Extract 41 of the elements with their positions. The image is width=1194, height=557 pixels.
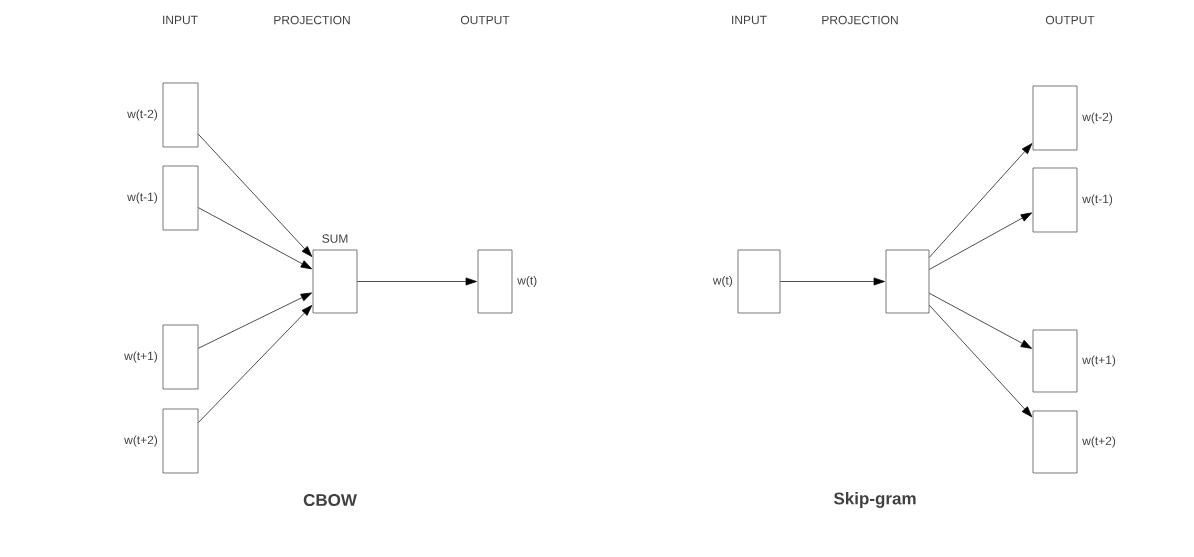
arrow: [198, 207, 313, 270]
layer-box: [162, 82, 199, 148]
arrow: [929, 212, 1033, 270]
model-label: CBOW: [303, 494, 357, 506]
layer-box: [312, 249, 358, 314]
arrow: [929, 292, 1033, 349]
word-label: w(t): [517, 275, 537, 288]
model-label: Skip-gram: [833, 492, 916, 508]
word-label: SUM: [322, 234, 348, 243]
arrow: [198, 292, 312, 349]
layer-box: [162, 165, 199, 231]
column-heading: OUTPUT: [460, 15, 510, 25]
word-label: w(t+1): [124, 351, 158, 363]
word-label: w(t): [712, 275, 733, 288]
arrow: [198, 305, 313, 423]
layer-box: [162, 408, 199, 474]
column-heading: PROJECTION: [822, 15, 898, 25]
column-heading: INPUT: [163, 15, 198, 25]
layer-box: [737, 249, 781, 314]
layer-box: [1032, 329, 1078, 393]
arrow: [929, 143, 1033, 258]
word-label: w(t-2): [127, 109, 158, 121]
arrow: [198, 133, 313, 257]
layer-box: [1032, 85, 1078, 151]
layer-box: [477, 249, 513, 314]
word-label: w(t+2): [124, 435, 158, 447]
layer-box: [1032, 167, 1078, 233]
column-heading: PROJECTION: [274, 15, 350, 25]
word-label: w(t+1): [1082, 355, 1116, 367]
column-heading: INPUT: [732, 15, 767, 25]
layer-box: [885, 249, 930, 314]
layer-box: [162, 324, 199, 390]
column-heading: OUTPUT: [1045, 15, 1095, 25]
word-label: w(t+2): [1082, 436, 1116, 448]
arrow: [929, 304, 1033, 418]
arrow: [780, 277, 885, 286]
word-label: w(t-1): [127, 192, 158, 204]
arrow: [357, 277, 477, 286]
word-label: w(t-2): [1082, 112, 1113, 124]
layer-box: [1032, 410, 1078, 474]
word-label: w(t-1): [1082, 194, 1113, 206]
